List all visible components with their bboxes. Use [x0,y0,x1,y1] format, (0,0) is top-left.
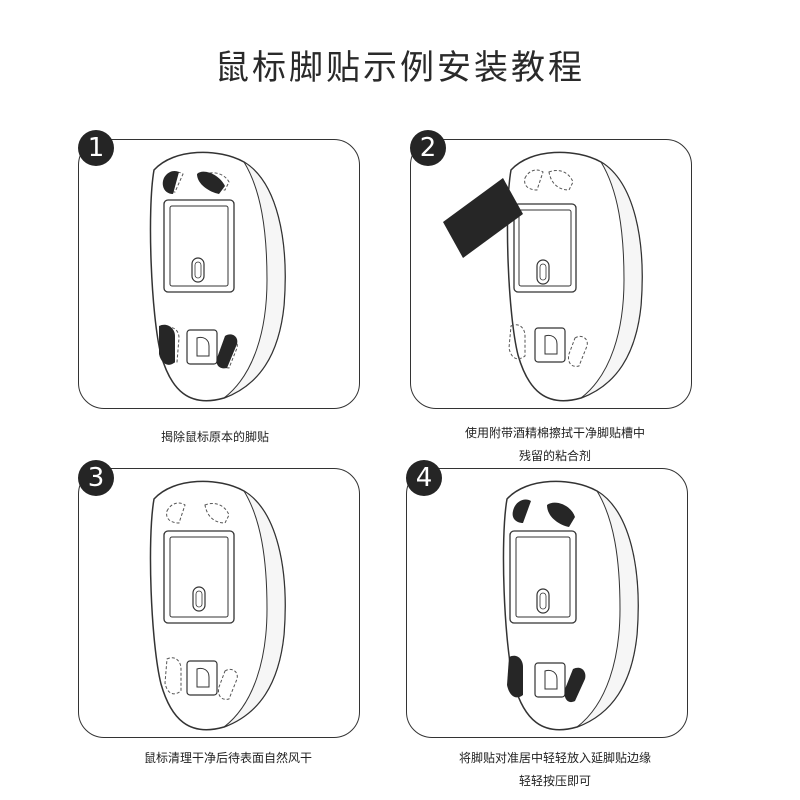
old-foot-pad [216,334,238,369]
new-foot-pad [507,655,523,698]
page-title: 鼠标脚贴示例安装教程 [215,48,585,88]
step-number-badge: 4 [406,460,442,496]
mouse-bottom-illustration [443,151,643,402]
mouse-bottom-illustration [502,480,639,731]
new-foot-pad [564,667,586,703]
step-3-panel [78,468,360,738]
step-number-badge: 3 [78,460,114,496]
step-4-panel [406,468,688,738]
caption-line: 使用附带酒精棉擦拭干净脚贴槽中 [464,426,645,440]
step-1-caption: 揭除鼠标原本的脚贴 [65,426,365,449]
caption-line: 轻轻按压即可 [518,774,591,788]
step-4-caption: 将脚贴对准居中轻轻放入延脚贴边缘 轻轻按压即可 [405,747,705,793]
step-number-badge: 2 [410,130,446,166]
caption-line: 鼠标清理干净后待表面自然风干 [143,751,312,765]
mouse-bottom-illustration [149,480,286,731]
old-foot-pad [197,171,225,194]
old-foot-pad [159,324,175,365]
alcohol-wipe [443,178,523,258]
caption-line: 残留的粘合剂 [518,449,591,463]
step-2-panel [410,139,692,409]
new-foot-pad [512,499,531,523]
old-foot-pad [162,170,179,194]
mouse-bottom-illustration [149,151,286,402]
caption-line: 揭除鼠标原本的脚贴 [160,430,269,444]
step-3-caption: 鼠标清理干净后待表面自然风干 [78,747,378,770]
new-foot-pad [547,502,575,527]
caption-line: 将脚贴对准居中轻轻放入延脚贴边缘 [458,751,651,765]
step-1-panel [78,139,360,409]
step-2-caption: 使用附带酒精棉擦拭干净脚贴槽中 残留的粘合剂 [405,422,705,468]
step-number-badge: 1 [78,130,114,166]
